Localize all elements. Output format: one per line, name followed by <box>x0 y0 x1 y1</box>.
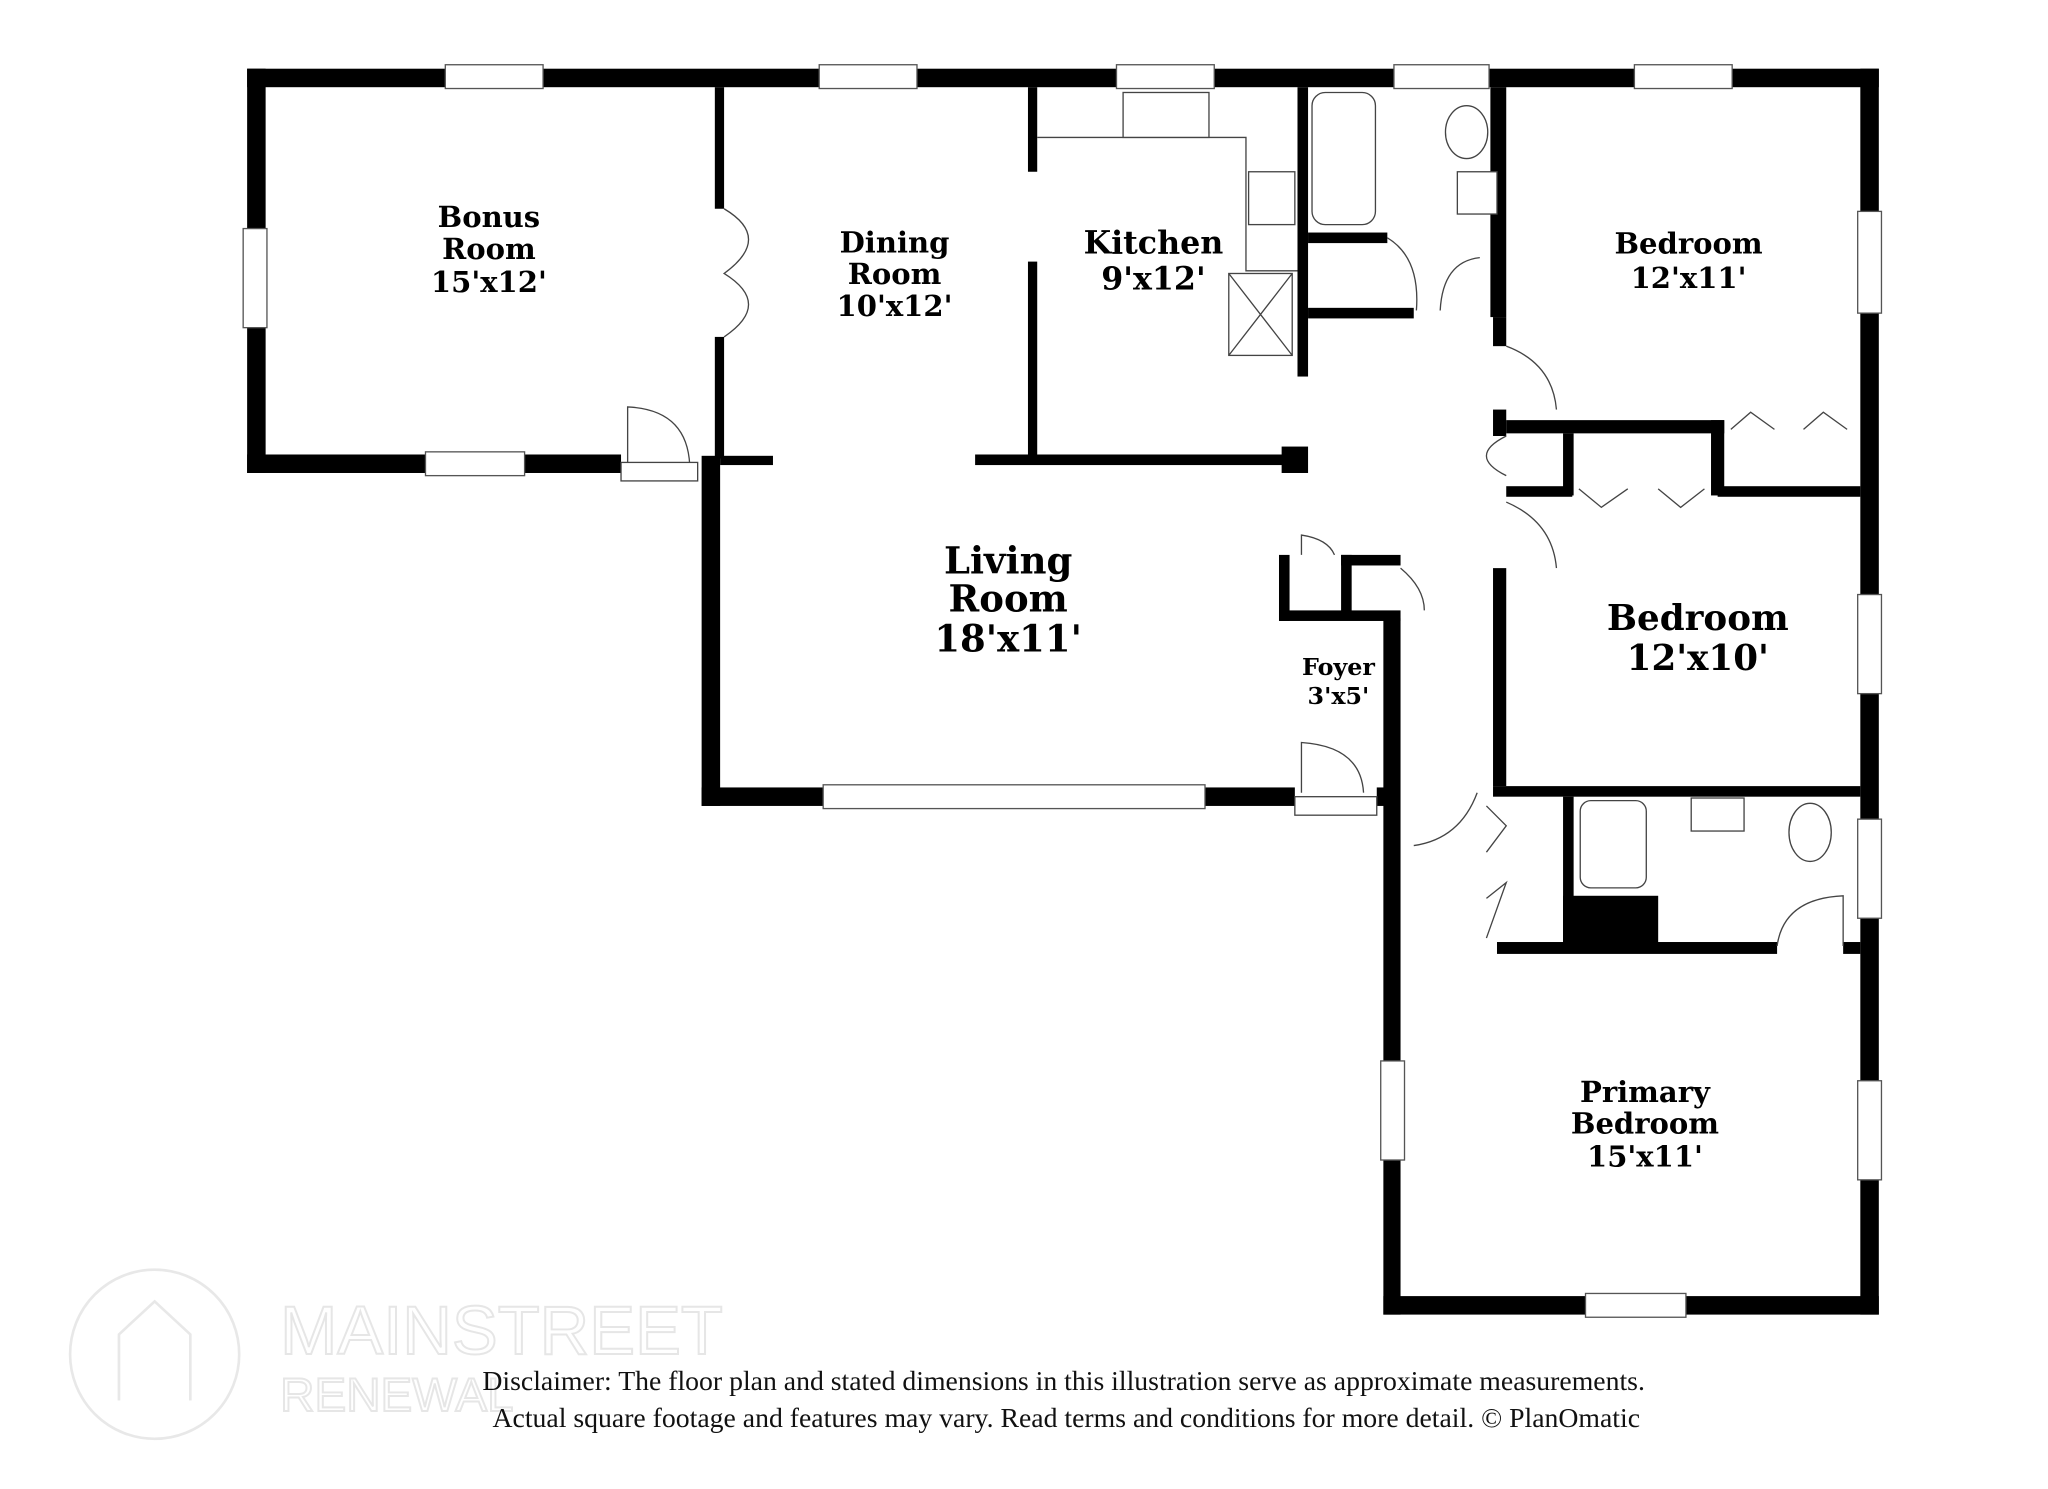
room-name: Foyer <box>1302 653 1375 681</box>
room-size: 12'x10' <box>1627 638 1769 679</box>
room-size: 12'x11' <box>1631 261 1747 295</box>
room-name: Bonus <box>438 200 541 234</box>
room-size: 9'x12' <box>1101 260 1205 297</box>
room-name: Primary <box>1580 1075 1711 1109</box>
mainstreet-watermark-logo: MAINSTREET RENEWAL <box>68 1268 724 1441</box>
room-size: 3'x5' <box>1308 682 1370 710</box>
room-name: Room <box>949 577 1068 621</box>
room-name: Bedroom <box>1571 1107 1719 1141</box>
watermark-line1: MAINSTREET <box>280 1292 723 1369</box>
room-name: Kitchen <box>1084 225 1224 262</box>
room-size: 15'x11' <box>1587 1140 1703 1174</box>
doors-and-fixtures <box>620 91 1848 947</box>
room-size: 10'x12' <box>837 289 953 323</box>
room-name: Bedroom <box>1607 598 1789 639</box>
room-name: Living <box>944 538 1072 582</box>
watermark-line2: RENEWAL <box>280 1369 513 1422</box>
room-labels: Bonus Room 15'x12' Dining Room 10'x12' K… <box>431 200 1789 1173</box>
room-size: 18'x11' <box>934 616 1082 660</box>
disclaimer-line2: Actual square footage and features may v… <box>493 1403 1641 1434</box>
room-name: Room <box>848 257 942 291</box>
disclaimer-line1: Disclaimer: The floor plan and stated di… <box>482 1366 1645 1397</box>
room-name: Dining <box>840 225 950 259</box>
room-size: 15'x12' <box>431 265 547 299</box>
room-name: Room <box>442 232 536 266</box>
windows <box>242 64 1883 1318</box>
room-name: Bedroom <box>1614 227 1762 261</box>
